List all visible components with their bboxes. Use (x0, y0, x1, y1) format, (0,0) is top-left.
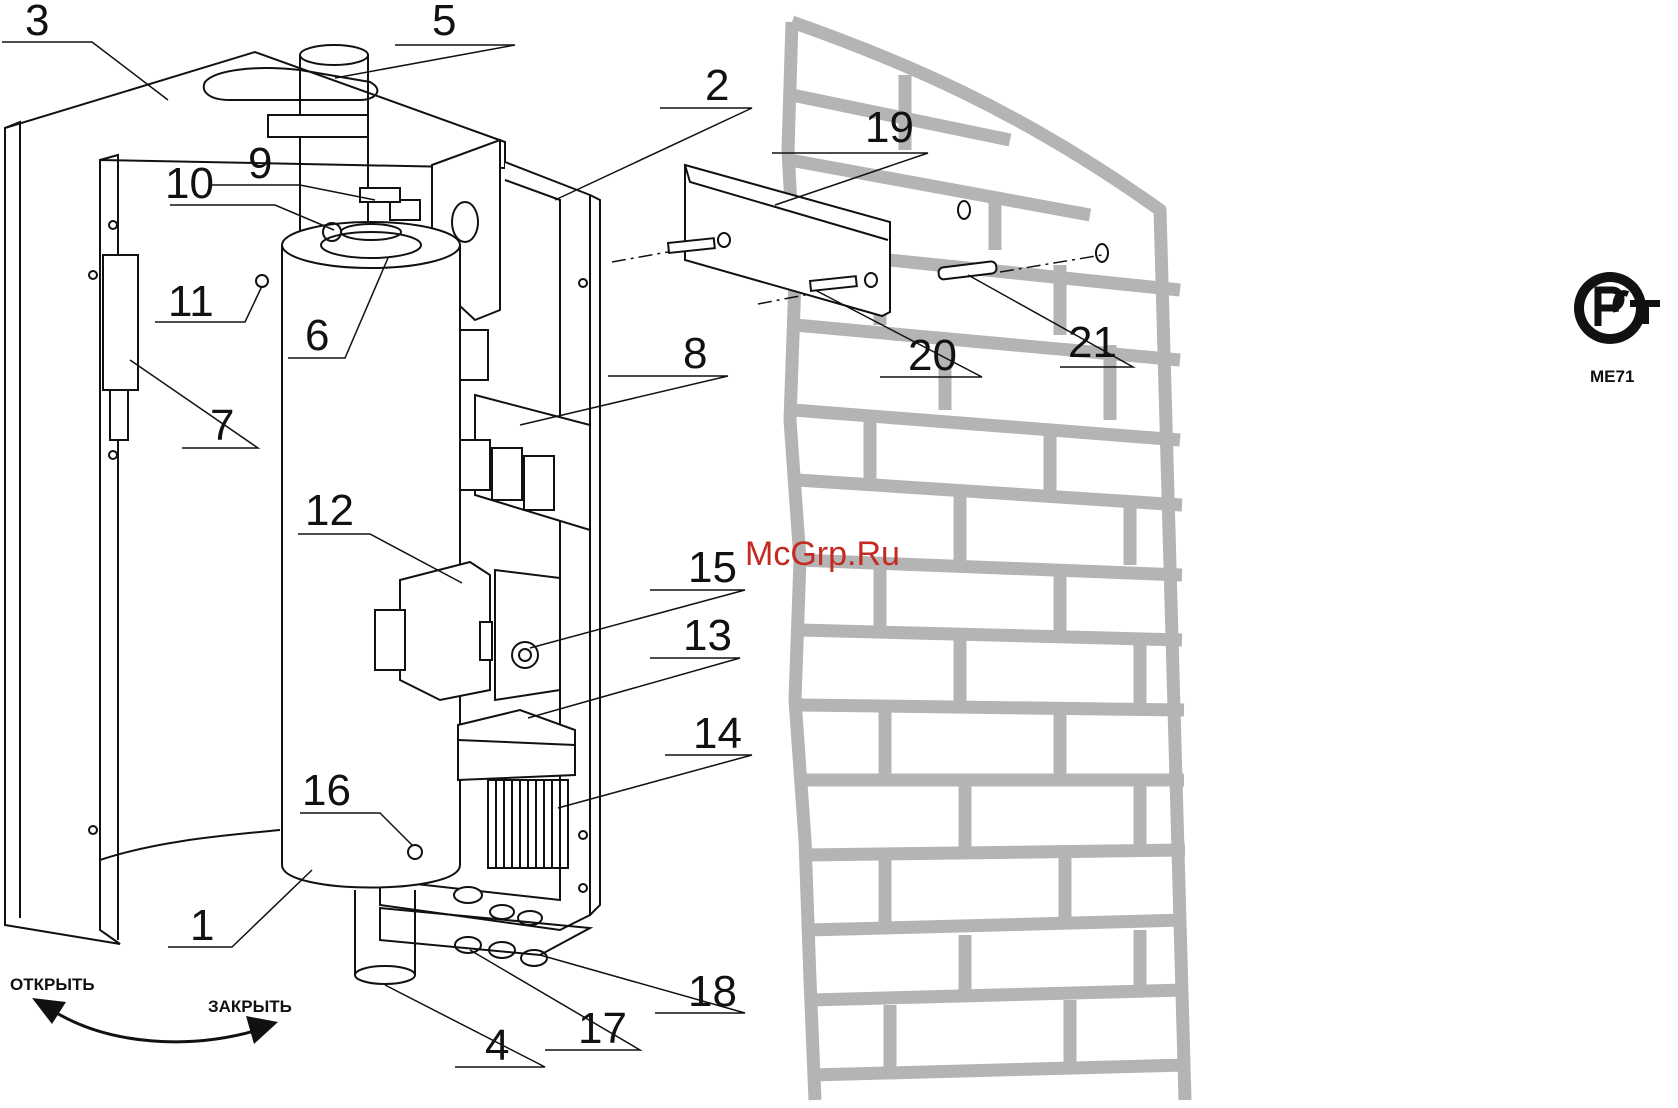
brick-wall (781, 15, 1192, 1101)
callout-13: 13 (683, 611, 732, 660)
callout-4: 4 (485, 1021, 509, 1070)
leader-lines (2, 41, 1136, 1068)
dowel-20 (666, 237, 858, 293)
callout-16: 16 (302, 766, 351, 815)
callout-9: 9 (248, 139, 272, 188)
callout-6: 6 (305, 311, 329, 360)
wall-mounting-hardware (666, 163, 1109, 318)
callout-12: 12 (305, 486, 354, 535)
callout-17: 17 (578, 1004, 627, 1053)
terminal-block-14 (487, 779, 569, 869)
callout-3: 3 (25, 0, 49, 45)
callout-11: 11 (168, 277, 214, 326)
arrow-head-right (246, 1016, 278, 1044)
dowel-21 (937, 260, 998, 281)
close-label: ЗАКРЫТЬ (208, 997, 292, 1016)
circuit-breaker-12 (399, 560, 491, 702)
inlet-pipe-4 (354, 890, 416, 975)
callout-5: 5 (432, 0, 456, 45)
callout-8: 8 (683, 329, 707, 378)
brick-joints (863, 75, 1147, 1075)
callout-numbers: 1 2 3 4 5 6 7 8 9 10 11 12 13 14 15 16 1… (25, 0, 1117, 1070)
callout-19: 19 (865, 103, 914, 152)
boiler-housing (4, 44, 601, 985)
callout-15: 15 (688, 543, 737, 592)
callout-1: 1 (190, 901, 214, 950)
callout-7: 7 (210, 401, 234, 450)
certification-code: МЕ71 (1590, 367, 1634, 386)
rst-logo (1574, 272, 1660, 344)
fixing-axis-lines (611, 251, 1103, 305)
door-swing-indicator: ОТКРЫТЬ ЗАКРЫТЬ (10, 975, 292, 1044)
outlet-pipe-5 (299, 55, 369, 235)
callout-10: 10 (165, 159, 214, 208)
ground-bolt-11 (255, 274, 269, 288)
watermark: McGrp.Ru (745, 535, 900, 573)
callout-21: 21 (1068, 318, 1117, 367)
swing-arrow (54, 1010, 259, 1044)
open-label: ОТКРЫТЬ (10, 975, 95, 994)
drain-fitting-16 (407, 844, 423, 860)
callout-14: 14 (693, 709, 742, 758)
heating-tank-1 (281, 245, 461, 889)
door-module-7 (102, 254, 139, 391)
arrow-head-left (32, 998, 66, 1024)
contactor-13 (457, 708, 576, 782)
thermostat-15 (494, 568, 561, 702)
callout-2: 2 (705, 61, 729, 110)
certification-mark: МЕ71 (1574, 272, 1660, 386)
callout-18: 18 (688, 967, 737, 1016)
brick-wall-top-curve (789, 15, 1192, 1101)
callout-20: 20 (908, 331, 957, 380)
